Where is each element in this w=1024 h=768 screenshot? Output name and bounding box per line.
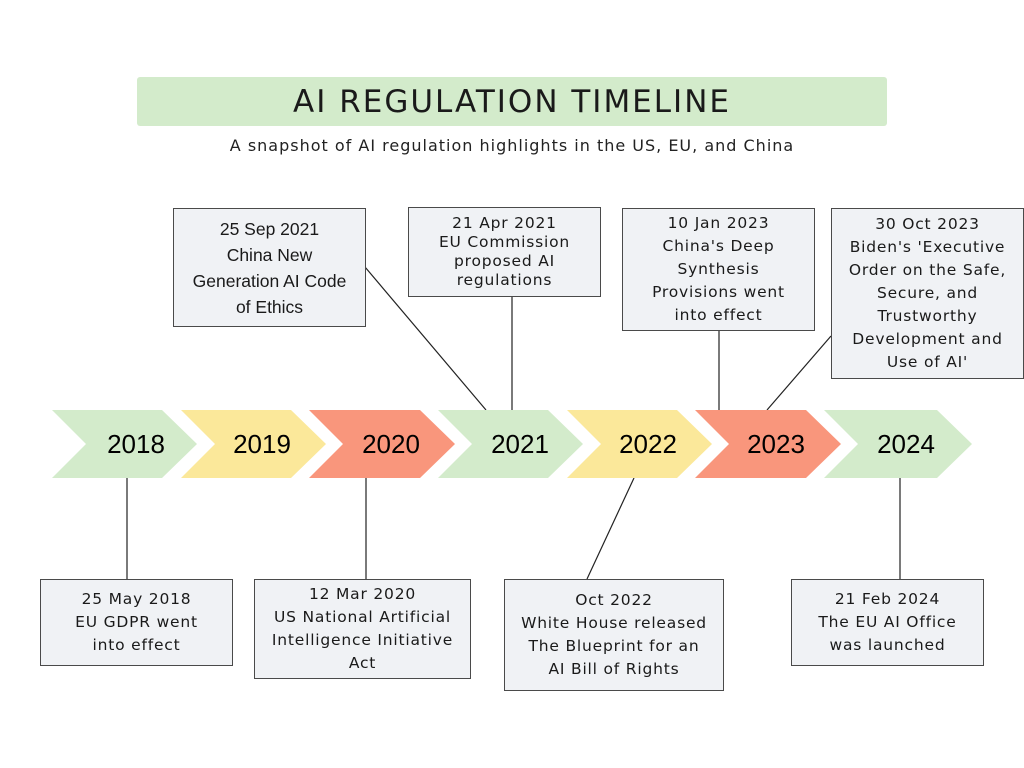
event-text: AI Bill of Rights <box>548 660 680 678</box>
chevron-2023 <box>695 410 841 478</box>
event-date: 12 Mar 2020 <box>308 585 417 603</box>
event-text: The EU AI Office <box>818 613 957 631</box>
event-text: China New <box>226 244 313 265</box>
event-box-2023-jan: 10 Jan 2023 China's Deep Synthesis Provi… <box>622 208 815 331</box>
event-text: EU GDPR went <box>75 613 198 631</box>
event-text: Act <box>348 654 377 672</box>
event-box-2020: 12 Mar 2020 US National Artificial Intel… <box>254 579 471 679</box>
event-date: 21 Apr 2021 <box>452 214 557 232</box>
event-text: EU Commission <box>438 233 571 251</box>
title-banner: AI REGULATION TIMELINE <box>137 77 887 126</box>
event-text: Trustworthy <box>877 307 978 325</box>
event-box-2021-sep: 25 Sep 2021 China New Generation AI Code… <box>173 208 366 327</box>
event-box-2022: Oct 2022 White House released The Bluepr… <box>504 579 724 691</box>
connector-lines <box>126 266 901 580</box>
chevron-2021 <box>438 410 583 478</box>
event-date: 30 Oct 2023 <box>875 215 980 233</box>
page-title: AI REGULATION TIMELINE <box>293 83 731 120</box>
year-label-2020: 2020 <box>362 429 420 459</box>
event-text: The Blueprint for an <box>528 637 700 655</box>
page-subtitle: A snapshot of AI regulation highlights i… <box>229 136 795 155</box>
connector-2022 <box>586 477 635 580</box>
chevron-2018 <box>52 410 197 478</box>
event-date: Oct 2022 <box>575 591 653 609</box>
year-label-2019: 2019 <box>233 429 291 459</box>
event-box-2018: 25 May 2018 EU GDPR went into effect <box>40 579 233 666</box>
event-text: Order on the Safe, <box>848 261 1007 279</box>
event-box-2024: 21 Feb 2024 The EU AI Office was launche… <box>791 579 984 666</box>
event-date: 21 Feb 2024 <box>834 590 941 608</box>
year-label-2023: 2023 <box>747 429 805 459</box>
event-text: Secure, and <box>876 284 979 302</box>
event-text: was launched <box>829 636 946 654</box>
year-arrow-2018: 2018 <box>52 410 197 478</box>
event-text: regulations <box>456 271 553 289</box>
year-label-2024: 2024 <box>877 429 935 459</box>
event-date: 10 Jan 2023 <box>667 214 770 232</box>
event-box-2023-oct: 30 Oct 2023 Biden's 'Executive Order on … <box>831 208 1024 379</box>
event-text: US National Artificial <box>274 608 451 626</box>
event-date: 25 Sep 2021 <box>219 218 320 239</box>
event-box-2021-apr: 21 Apr 2021 EU Commission proposed AI re… <box>408 207 601 297</box>
event-date: 25 May 2018 <box>81 590 192 608</box>
year-arrow-2023: 2023 <box>695 410 841 478</box>
year-arrow-2021: 2021 <box>438 410 583 478</box>
year-arrow-2020: 2020 <box>309 410 455 478</box>
connector-2021-sep <box>364 266 487 411</box>
event-text: Development and <box>852 330 1003 348</box>
year-label-2021: 2021 <box>491 429 549 459</box>
event-text: Synthesis <box>677 260 760 278</box>
event-text: into effect <box>92 636 181 654</box>
year-label-2018: 2018 <box>107 429 165 459</box>
event-text: Provisions went <box>652 283 785 301</box>
event-text: China's Deep <box>662 237 775 255</box>
event-text: into effect <box>674 306 763 324</box>
event-text: Biden's 'Executive <box>849 238 1006 256</box>
year-label-2022: 2022 <box>619 429 677 459</box>
year-arrow-2019: 2019 <box>181 410 326 478</box>
event-text: of Ethics <box>235 296 304 317</box>
chevron-2022 <box>567 410 712 478</box>
year-arrow-2024: 2024 <box>824 410 972 478</box>
event-text: Intelligence Initiative <box>271 631 454 649</box>
chevron-2024 <box>824 410 972 478</box>
event-text: White House released <box>521 614 707 632</box>
chevron-2020 <box>309 410 455 478</box>
year-arrow-2022: 2022 <box>567 410 712 478</box>
event-text: proposed AI <box>453 252 556 270</box>
event-text: Generation AI Code <box>192 270 347 291</box>
event-text: Use of AI' <box>886 353 969 371</box>
connector-2023-oct <box>766 335 832 411</box>
chevron-2019 <box>181 410 326 478</box>
